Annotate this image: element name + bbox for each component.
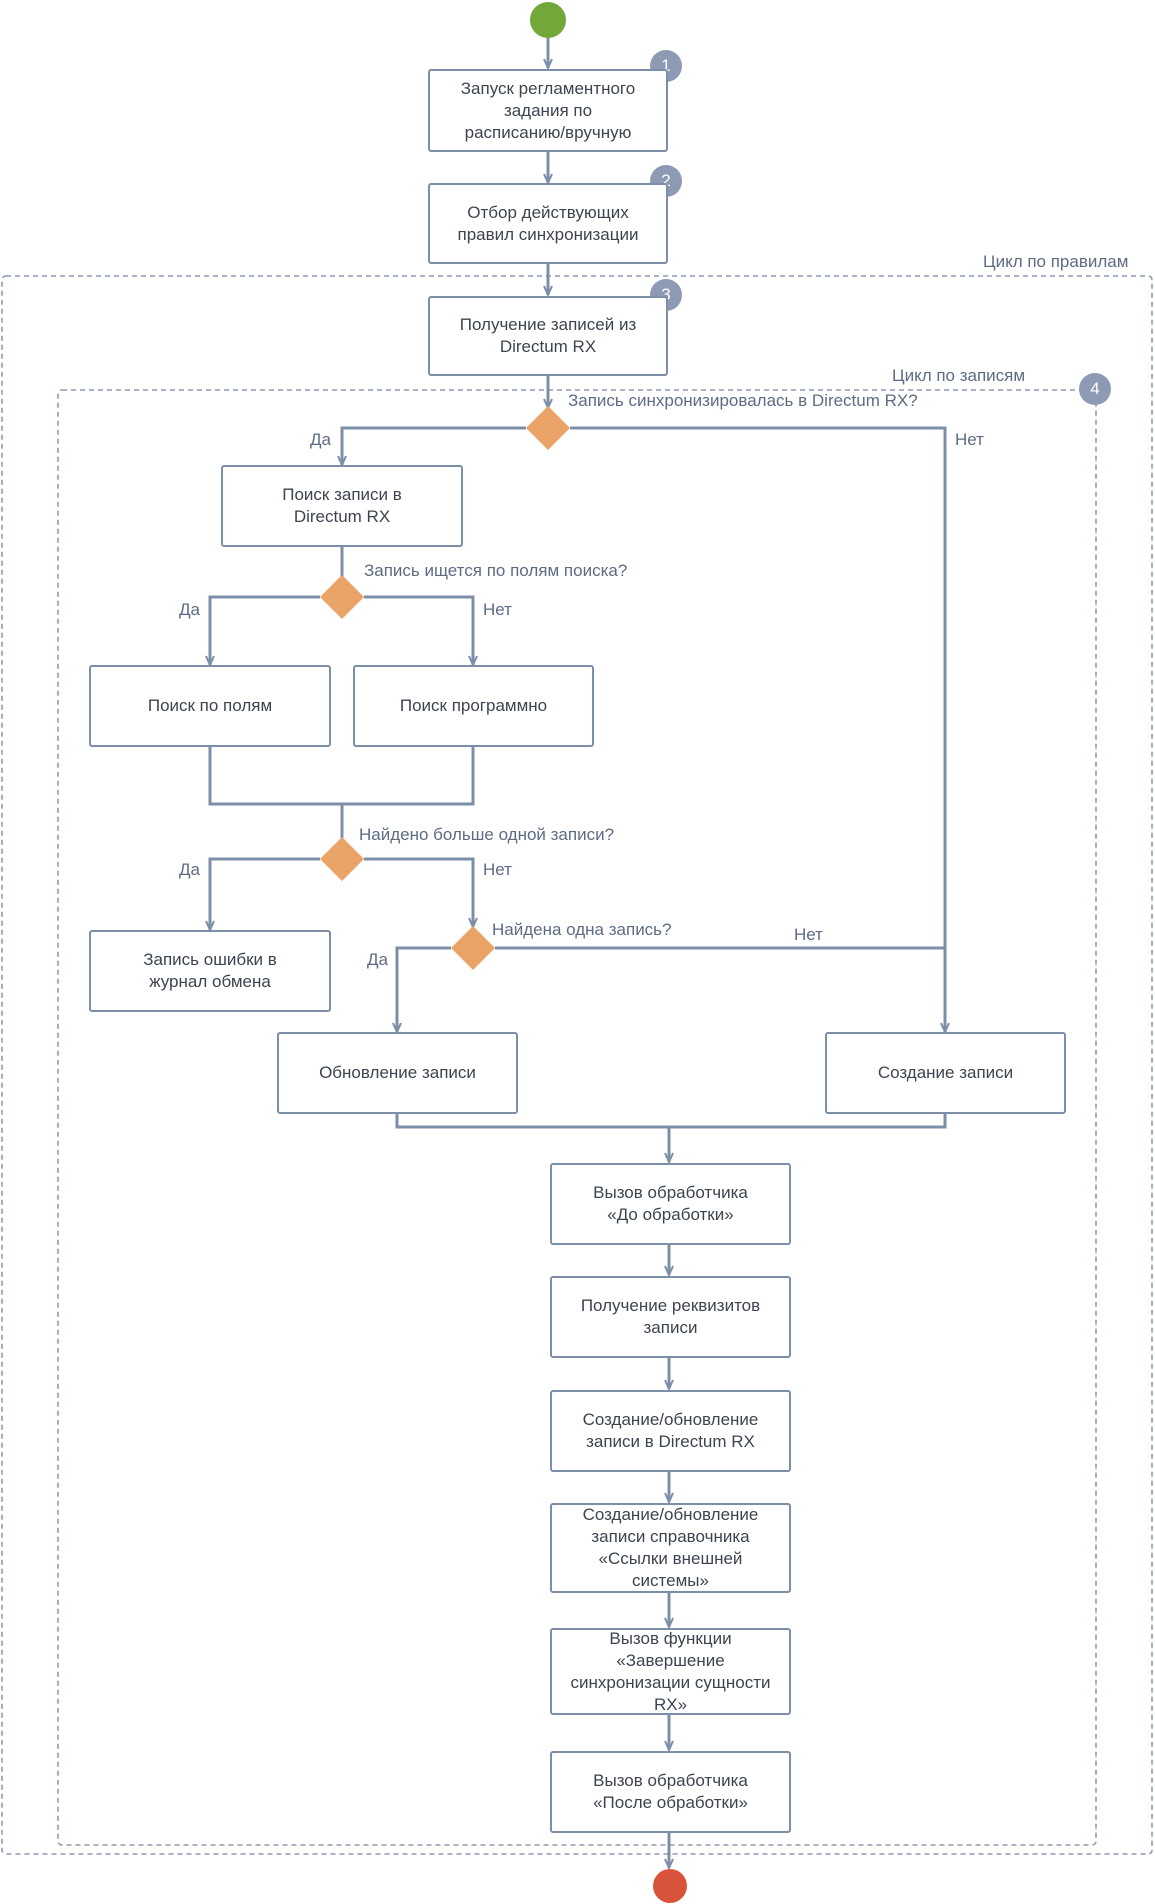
decision-more-than-one-diamond: [320, 837, 364, 881]
no-label: Нет: [483, 600, 512, 619]
rules-loop-frame: [1, 275, 1153, 1855]
create-update-rx-box: Создание/обновление записи в Directum RX: [550, 1390, 791, 1472]
records-loop-label: Цикл по записям: [892, 366, 1026, 385]
no-label: Нет: [794, 925, 823, 944]
end-node: [653, 1869, 687, 1903]
no-label: Нет: [955, 430, 984, 449]
decision-synced-diamond: [526, 406, 570, 450]
search-in-rx-box: Поиск записи в Directum RX: [221, 465, 463, 547]
no-label: Нет: [483, 860, 512, 879]
connectors: [210, 37, 945, 1868]
after-handler-box: Вызов обработчика «После обработки»: [550, 1751, 791, 1833]
search-by-fields-box: Поиск по полям: [89, 665, 331, 747]
decision-search-fields-diamond: [320, 575, 364, 619]
records-loop-frame: [57, 389, 1097, 1846]
create-record-box: Создание записи: [825, 1032, 1066, 1114]
decision-synced-question: Запись синхронизировалась в Directum RX?: [568, 391, 918, 410]
decision-one-found-question: Найдена одна запись?: [492, 920, 672, 939]
start-node: [530, 2, 566, 38]
update-record-box: Обновление записи: [277, 1032, 518, 1114]
yes-label: Да: [367, 950, 388, 969]
search-programmatic-box: Поиск программно: [353, 665, 594, 747]
select-rules-box: Отбор действующих правил синхронизации: [428, 183, 668, 264]
step-badge-4: 4: [1079, 373, 1111, 405]
yes-label: Да: [179, 600, 200, 619]
decision-search-fields-question: Запись ищется по полям поиска?: [364, 561, 628, 580]
get-requisites-box: Получение реквизитов записи: [550, 1276, 791, 1358]
log-error-box: Запись ошибки в журнал обмена: [89, 930, 331, 1012]
create-update-links-box: Создание/обновление записи справочника «…: [550, 1503, 791, 1593]
decision-shapes: [320, 406, 570, 970]
rules-loop-label: Цикл по правилам: [983, 252, 1129, 271]
yes-label: Да: [310, 430, 331, 449]
get-records-box: Получение записей из Directum RX: [428, 296, 668, 376]
launch-job-box: Запуск регламентного задания по расписан…: [428, 69, 668, 152]
before-handler-box: Вызов обработчика «До обработки»: [550, 1163, 791, 1245]
decision-more-than-one-question: Найдено больше одной записи?: [359, 825, 615, 844]
yes-label: Да: [179, 860, 200, 879]
finish-function-box: Вызов функции «Завершение синхронизации …: [550, 1628, 791, 1715]
decision-one-found-diamond: [451, 926, 495, 970]
